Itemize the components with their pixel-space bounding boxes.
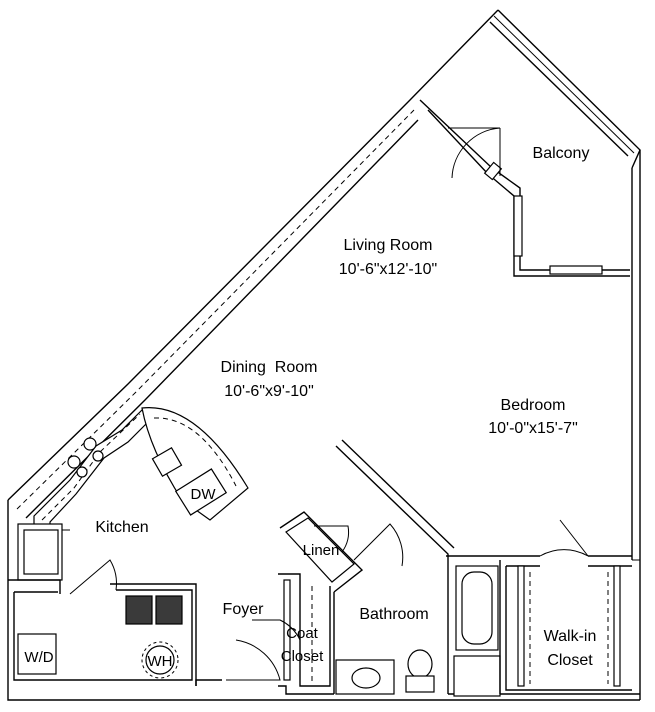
dishwasher-label: DW: [191, 486, 217, 503]
water-heater-label: WH: [148, 653, 173, 670]
kitchen-island: [141, 407, 249, 521]
right-exterior-wall: [631, 150, 641, 700]
foyer-label: Foyer: [223, 601, 265, 618]
balcony-label: Balcony: [533, 145, 590, 162]
refrigerator: [17, 523, 70, 581]
dining-room-size: 10'-6"x9'-10": [224, 383, 314, 400]
kitchen-label: Kitchen: [95, 519, 148, 536]
living-room-label: Living Room: [344, 237, 433, 254]
walk-in-closet-label-line2: Closet: [547, 652, 593, 669]
coat-closet-label-line2: Closet: [281, 648, 324, 665]
laundry-closet: [8, 559, 197, 686]
bedroom-label: Bedroom: [501, 397, 566, 414]
living-room-size: 10'-6"x12'-10": [339, 261, 437, 278]
exterior-diagonal-wall: [7, 9, 499, 686]
walk-in-closet: [446, 519, 632, 694]
bathroom-walls: [333, 439, 501, 697]
coat-closet-label-line1: Coat: [286, 625, 319, 642]
linen-closet: [279, 511, 364, 593]
linen-label: Linen: [303, 542, 340, 559]
bedroom-size: 10'-0"x15'-7": [488, 420, 578, 437]
walk-in-closet-label-line1: Walk-in: [544, 628, 597, 645]
balcony-walls: [419, 9, 641, 277]
bathroom-label: Bathroom: [359, 606, 428, 623]
coat-closet: [226, 573, 331, 687]
washer-dryer-label: W/D: [24, 649, 53, 666]
dining-room-label: Dining Room: [221, 359, 318, 376]
